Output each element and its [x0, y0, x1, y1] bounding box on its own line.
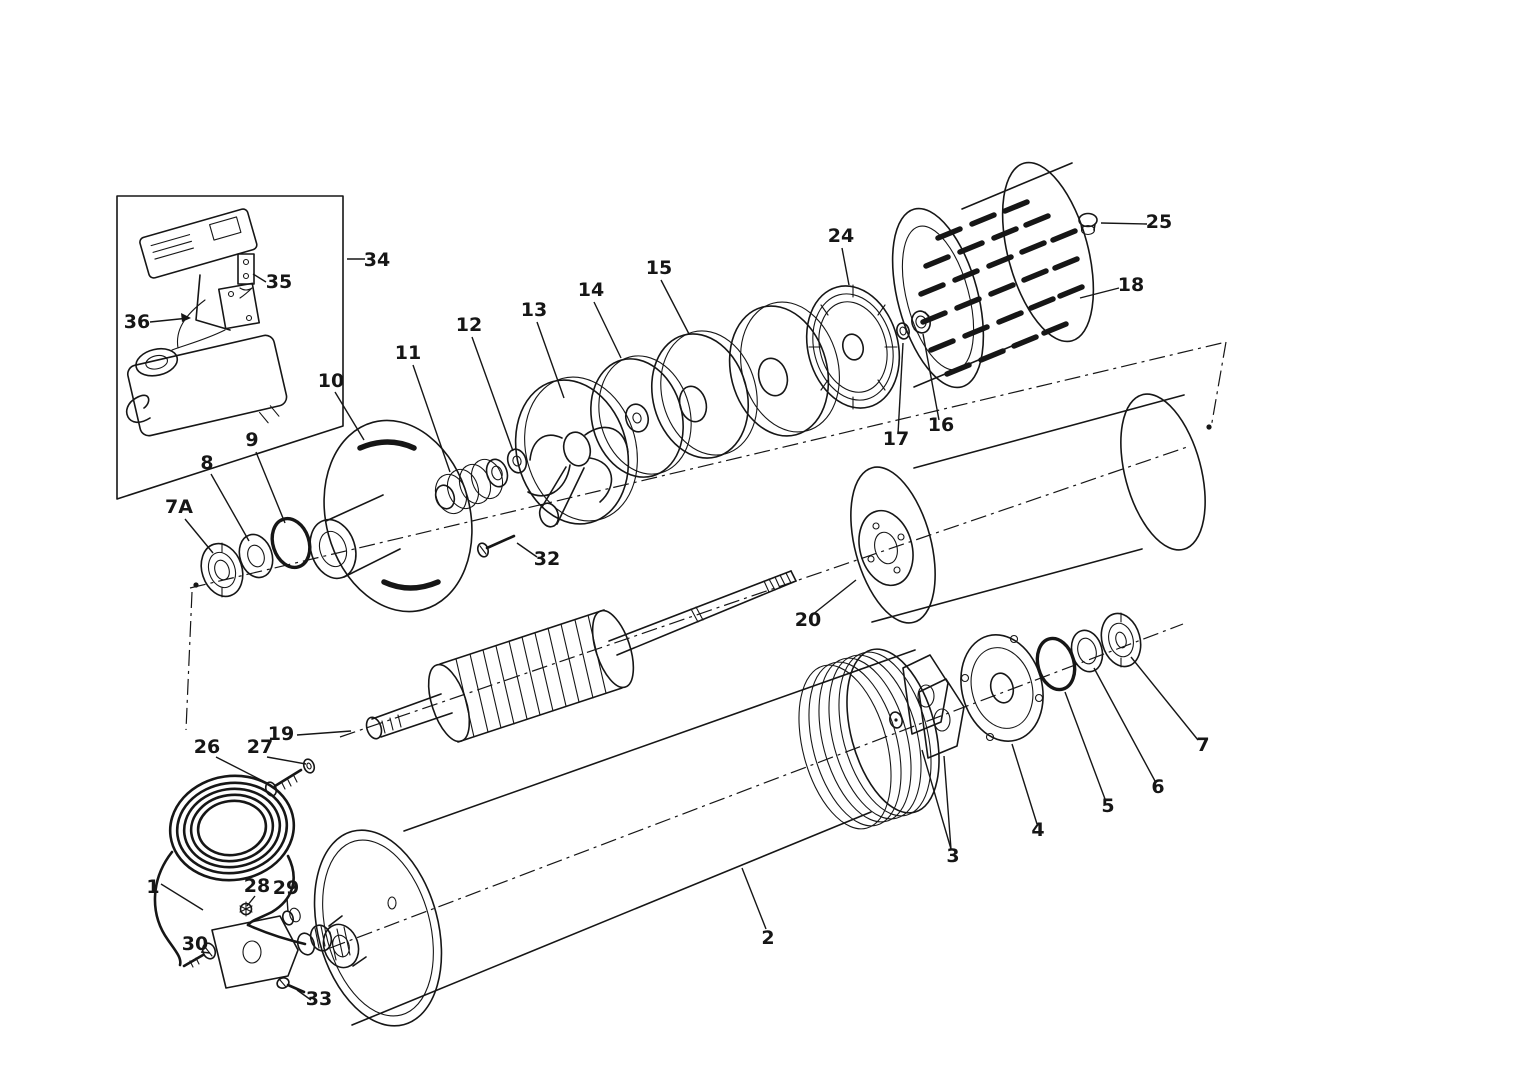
callout-7: 7 [1196, 734, 1209, 756]
part-oring-5 [1035, 636, 1077, 692]
rotor-laminations [455, 614, 607, 738]
callout-30: 30 [182, 933, 208, 955]
part-diffuser-10 [309, 419, 473, 613]
part-ribbed-disc-24 [805, 284, 901, 410]
inset-tank [126, 334, 288, 437]
callout-12: 12 [456, 314, 482, 336]
part-screw-33 [276, 977, 306, 994]
part-screw-30 [182, 942, 217, 968]
part-terminal-assembly [182, 901, 333, 994]
part-bearing-7a [200, 542, 244, 598]
inset-cover-unit [139, 208, 258, 279]
inset-control-box [116, 195, 344, 500]
callout-7a: 7A [165, 496, 193, 518]
part-bearing-housing-4 [960, 634, 1044, 742]
callout-34: 34 [364, 249, 390, 271]
callout-10: 10 [318, 370, 344, 392]
inset-switch-part [237, 253, 255, 299]
part-stator-housing-18 [891, 161, 1095, 389]
callout-2: 2 [761, 927, 774, 949]
callout-18: 18 [1118, 274, 1144, 296]
part-screw-32 [476, 534, 516, 558]
stator-vent-slots [918, 199, 1085, 377]
part-rotor-19 [365, 570, 797, 743]
callout-28: 28 [244, 875, 270, 897]
callout-33: 33 [306, 988, 332, 1010]
leader-lines [149, 222, 1199, 1001]
callout-27: 27 [247, 736, 273, 758]
callout-35: 35 [266, 271, 292, 293]
callout-labels: 1 2 3 4 5 6 7 7A 8 9 10 11 12 13 14 15 1… [124, 211, 1210, 1010]
part-washer-8 [238, 533, 274, 579]
part-washer-27 [302, 758, 316, 774]
part-sleeve-20 [850, 393, 1206, 624]
part-disc-plain [728, 301, 840, 437]
shell-threads [798, 648, 940, 830]
callout-5: 5 [1101, 795, 1114, 817]
shell-hub-boss [322, 915, 367, 969]
callout-3: 3 [946, 845, 959, 867]
callout-24: 24 [828, 225, 854, 247]
part-bearing-7 [1100, 612, 1142, 668]
centerlines [185, 341, 1227, 949]
callout-15: 15 [646, 257, 672, 279]
part-impeller-13 [514, 376, 638, 528]
callout-8: 8 [200, 452, 213, 474]
part-oring-9 [270, 516, 312, 570]
callout-13: 13 [521, 299, 547, 321]
callout-1: 1 [146, 876, 159, 898]
callout-6: 6 [1151, 776, 1164, 798]
part-cable-1 [153, 774, 307, 967]
part-screw-26 [264, 768, 303, 797]
callout-32: 32 [534, 548, 560, 570]
part-shell-2 [313, 648, 940, 1027]
callout-11: 11 [395, 342, 421, 364]
callout-4: 4 [1031, 819, 1044, 841]
callout-14: 14 [578, 279, 604, 301]
callout-25: 25 [1146, 211, 1172, 233]
part-ring-6 [1070, 629, 1104, 673]
callout-9: 9 [245, 429, 258, 451]
part-plates-3 [889, 654, 965, 759]
callout-29: 29 [273, 877, 299, 899]
inset-cord [125, 394, 151, 424]
callout-26: 26 [194, 736, 220, 758]
callout-17: 17 [883, 428, 909, 450]
part-spacer-29 [281, 907, 301, 926]
part-star-washer-28 [239, 901, 253, 917]
callout-36: 36 [124, 311, 150, 333]
part-plug-25 [1078, 212, 1098, 236]
inset-bracket [171, 274, 261, 351]
part-spring-11 [434, 458, 509, 515]
part-disc-15 [650, 330, 758, 459]
callout-19: 19 [268, 723, 294, 745]
callout-20: 20 [795, 609, 821, 631]
callout-16: 16 [928, 414, 954, 436]
